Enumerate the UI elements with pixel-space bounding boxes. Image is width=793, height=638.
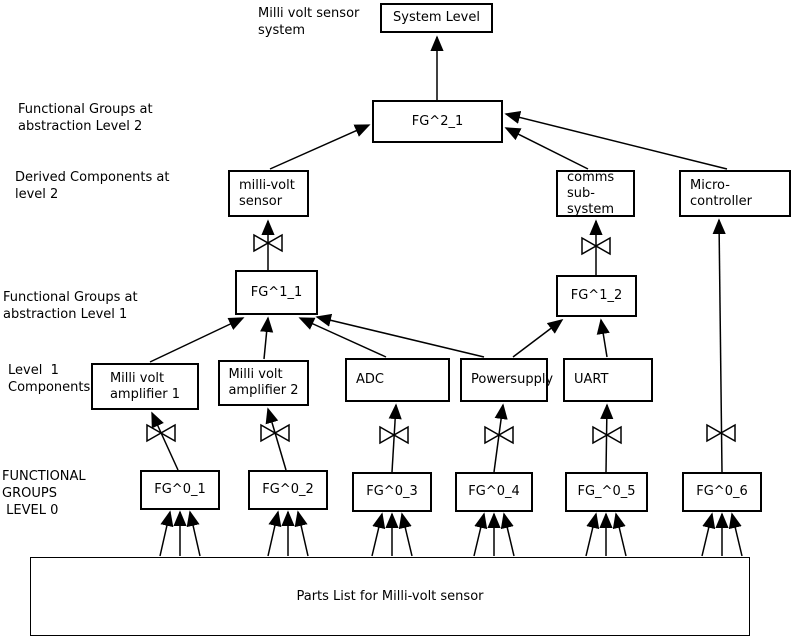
edge-adc-to-fg11: [298, 317, 387, 358]
edges-parts-to-fg04: [473, 512, 515, 557]
edge-uart-to-fg12: [596, 318, 610, 358]
node-fg0-2: FG^0_2: [248, 470, 328, 510]
bowtie-icon: [592, 425, 622, 445]
edges-parts-to-fg06: [701, 512, 743, 557]
label-level2-derived: Derived Components at level 2: [15, 170, 170, 202]
node-fg0-1: FG^0_1: [140, 470, 220, 510]
edge-powersupply-to-fg12: [512, 319, 564, 358]
bowtie-icon: [706, 423, 736, 443]
node-fg0-6: FG^0_6: [682, 472, 762, 512]
bowtie-icon: [581, 236, 611, 256]
edge-powersupply-to-fg11: [315, 313, 485, 358]
edge-fg06-to-micro: [712, 218, 726, 473]
edges-parts-to-fg01: [159, 510, 201, 557]
node-microcontroller: Micro- controller: [679, 170, 791, 217]
edge-fg03-to-adc: [388, 403, 402, 473]
edges-parts-to-fg05: [585, 512, 627, 557]
node-amp1: Milli volt amplifier 1: [91, 363, 199, 410]
node-fg0-4: FG^0_4: [455, 472, 533, 512]
node-amp2: Milli volt amplifier 2: [218, 360, 309, 406]
node-fg1-2: FG^1_2: [556, 275, 637, 317]
edge-comms-to-fg21: [504, 127, 589, 170]
edge-fg02-to-amp2: [265, 407, 287, 471]
label-level1-groups: Functional Groups at abstraction Level 1: [3, 290, 138, 322]
bowtie-icon: [379, 425, 409, 445]
node-fg2-1: FG^2_1: [372, 100, 503, 143]
label-level0-groups: FUNCTIONAL GROUPS LEVEL 0: [2, 469, 86, 518]
node-uart: UART: [563, 358, 653, 402]
edge-fg05-to-uart: [600, 403, 614, 473]
label-level2-groups: Functional Groups at abstraction Level 2: [18, 102, 153, 134]
node-millivolt-sensor: milli-volt sensor: [228, 170, 309, 217]
node-system-level: System Level: [380, 3, 493, 33]
node-comms-subsystem: comms sub-system: [556, 170, 635, 217]
node-powersupply: Powersupply: [460, 358, 553, 402]
label-level1-components: Level 1 Components: [8, 363, 91, 395]
node-fg0-3: FG^0_3: [352, 472, 432, 512]
node-adc: ADC: [345, 358, 450, 402]
bowtie-icon: [260, 423, 290, 443]
bowtie-icon: [484, 425, 514, 445]
edge-fg04-to-powersupply: [493, 403, 508, 473]
edges-parts-to-fg03: [371, 512, 413, 557]
bowtie-icon: [146, 423, 176, 443]
edge-micro-to-fg21: [504, 110, 728, 170]
edge-amp2-to-fg11: [260, 316, 274, 360]
node-parts-list: Parts List for Milli-volt sensor: [30, 557, 750, 636]
edge-sensor-to-fg21: [269, 124, 371, 170]
bowtie-icon: [253, 233, 283, 253]
node-fg1-1: FG^1_1: [235, 270, 318, 315]
edges-parts-to-fg02: [267, 510, 309, 557]
edge-fg01-to-amp1: [151, 411, 179, 471]
label-system-note: Milli volt sensor system: [258, 6, 360, 38]
node-fg0-5: FG_^0_5: [565, 472, 648, 512]
edge-amp1-to-fg11: [149, 317, 245, 363]
